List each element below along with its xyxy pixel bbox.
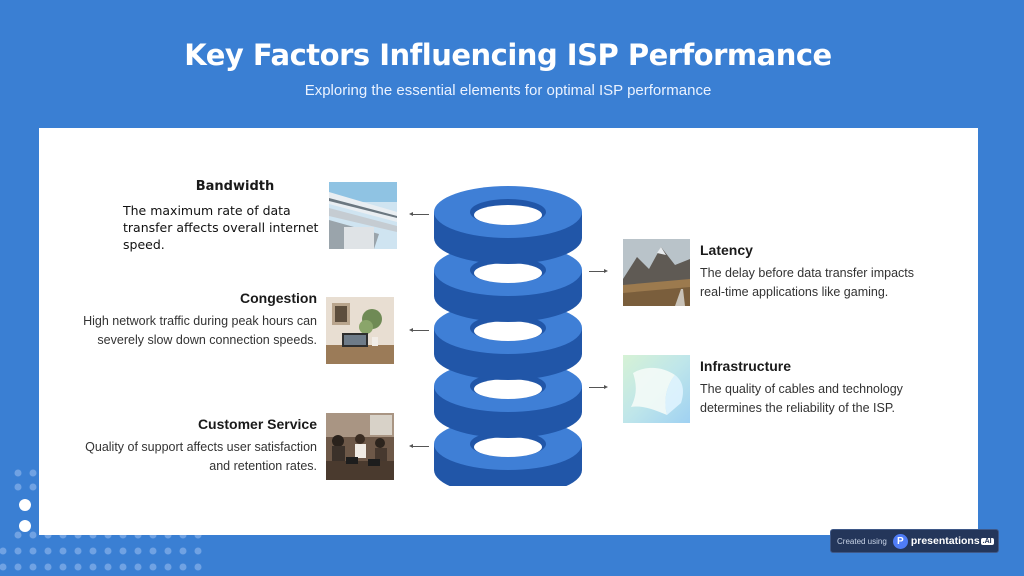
created-using-badge[interactable]: Created using P presentations .AI [830, 529, 999, 553]
latency-heading: Latency [700, 242, 753, 258]
presentations-logo-icon: P [892, 533, 908, 549]
slide-title: Key Factors Influencing ISP Performance [184, 38, 832, 72]
ring-stack-graphic [434, 186, 582, 486]
factor-infrastructure: Infrastructure The quality of cables and… [700, 358, 940, 418]
bandwidth-description: The maximum rate of data transfer affect… [123, 203, 319, 252]
slide-subtitle: Exploring the essential elements for opt… [304, 82, 712, 99]
latency-connector [589, 269, 608, 273]
congestion-photo [326, 297, 394, 364]
customer-service-photo [326, 413, 394, 480]
created-using-label: Created using [837, 536, 887, 546]
factor-bandwidth: Bandwidth The maximum rate of data trans… [117, 179, 327, 253]
customer-service-heading: Customer Service [197, 416, 317, 432]
latency-description: The delay before data transfer impacts r… [700, 266, 915, 299]
infrastructure-description: The quality of cables and technology det… [700, 382, 903, 415]
congestion-description: High network traffic during peak hours c… [83, 314, 317, 347]
customer-service-description: Quality of support affects user satisfac… [85, 440, 317, 473]
factor-customer-service: Customer Service Quality of support affe… [69, 416, 317, 476]
latency-photo [623, 239, 690, 306]
bandwidth-heading: Bandwidth [195, 179, 275, 194]
bandwidth-photo [329, 182, 397, 249]
factor-congestion: Congestion High network traffic during p… [69, 290, 317, 350]
congestion-connector [409, 328, 429, 332]
infrastructure-heading: Infrastructure [700, 358, 792, 374]
presentations-brand-suffix: .AI [980, 537, 994, 545]
factor-latency: Latency The delay before data transfer i… [700, 242, 940, 302]
ring-1 [434, 186, 582, 264]
customer-service-connector [409, 444, 429, 448]
infrastructure-connector [589, 385, 608, 389]
presentations-brand: presentations [910, 535, 980, 547]
bandwidth-connector [409, 212, 429, 216]
infrastructure-photo [623, 355, 690, 423]
content-panel: Bandwidth The maximum rate of data trans… [39, 128, 978, 535]
congestion-heading: Congestion [240, 290, 317, 306]
